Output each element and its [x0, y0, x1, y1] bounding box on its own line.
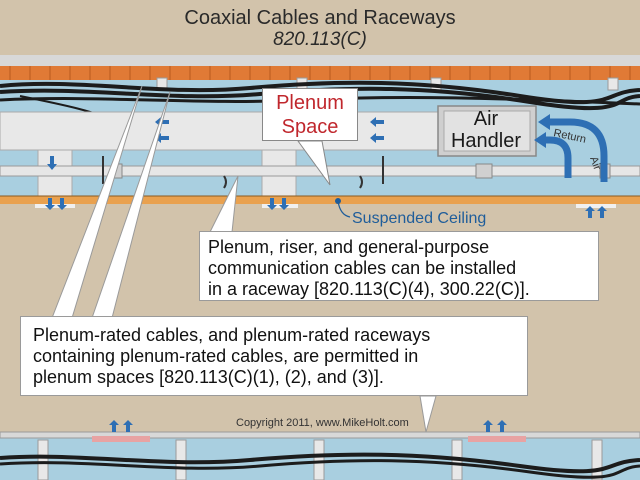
return-air-arrow-outer: [548, 118, 608, 182]
code-reference: 820.113(C): [273, 29, 367, 50]
ceiling-leader-line: [337, 200, 351, 218]
suspended-ceiling-label: Suspended Ceiling: [352, 210, 487, 227]
plenum-space-label-line1: Plenum: [276, 92, 344, 114]
lower-diffuser-left: [92, 436, 150, 442]
plenum-rated-callout-line1: Plenum-rated cables, and plenum-rated ra…: [33, 325, 431, 345]
return-air-label-air: Air: [587, 155, 603, 172]
lower-diffuser-right: [468, 436, 526, 442]
return-air-arrow-inner: [544, 136, 572, 178]
return-grille: [576, 204, 616, 208]
raceway-callout-line1: Plenum, riser, and general-purpose: [208, 237, 490, 257]
raceway-callout-line2: communication cables can be installed: [208, 258, 517, 278]
plenum-space-label-line2: Space: [281, 116, 339, 138]
air-handler-panel: [443, 110, 531, 152]
plenum-rated-callout: Plenum-rated cables, and plenum-rated ra…: [20, 316, 528, 396]
diffuser-left: [35, 204, 75, 208]
plenum-rated-callout-line3: plenum spaces [820.113(C)(1), (2), and (…: [33, 367, 384, 387]
suspended-ceiling-tiles: [0, 196, 640, 204]
air-handler-label: Air Handler: [440, 108, 532, 158]
lower-cables: [0, 452, 640, 479]
air-handler-label-line1: Air: [473, 108, 499, 130]
plenum-rated-callout-line2: containing plenum-rated cables, are perm…: [33, 346, 419, 366]
plenum-callout-pointer-3: [419, 395, 437, 433]
copyright-notice: Copyright 2011, www.MikeHolt.com: [236, 417, 409, 429]
raceway-callout: Plenum, riser, and general-purpose commu…: [199, 231, 599, 301]
structural-slab: [0, 55, 640, 67]
plenum-label-pointer: [297, 140, 331, 186]
lower-airflow-arrows: [109, 420, 507, 432]
supply-duct: [0, 111, 451, 151]
cable-tray: [0, 66, 640, 80]
plenum-space-label: Plenum Space: [262, 88, 358, 141]
cable-hangers: [102, 156, 384, 189]
air-handler-label-line2: Handler: [450, 130, 522, 152]
cable-tray-rungs: [9, 66, 631, 80]
diagram-title: Coaxial Cables and Raceways: [184, 7, 456, 29]
raceway-callout-line3: in a raceway [820.113(C)(4), 300.22(C)].: [208, 279, 530, 299]
